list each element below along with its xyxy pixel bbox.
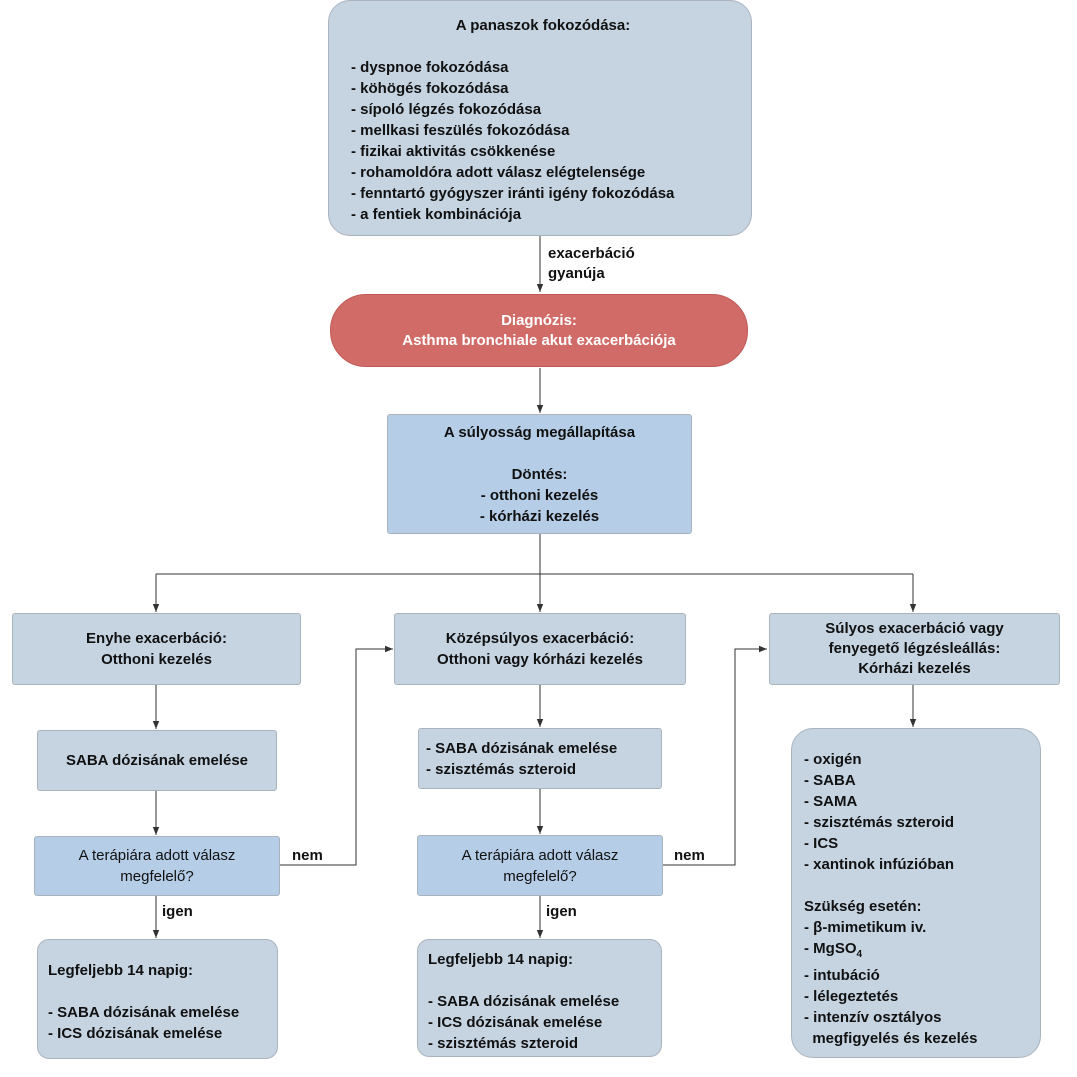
mild-question-line: A terápiára adott válasz	[78, 847, 236, 864]
severe-item: - oxigén	[804, 751, 862, 768]
mild-result-item: - SABA dózisának emelése	[48, 1004, 240, 1021]
symptom-item: - a fentiek kombinációja	[351, 206, 522, 223]
moderate-result-box: Legfeljebb 14 napig: - SABA dózisának em…	[417, 939, 662, 1057]
severe-item: - ICS	[804, 835, 839, 852]
symptom-item: - fizikai aktivitás csökkenése	[351, 143, 556, 160]
mild-result-box: Legfeljebb 14 napig: - SABA dózisának em…	[37, 939, 278, 1059]
mild-setting: Otthoni kezelés	[101, 651, 212, 668]
diagnosis-text: Asthma bronchiale akut exacerbációja	[402, 331, 676, 349]
symptom-item: - sípoló légzés fokozódása	[351, 101, 542, 118]
mild-no-label: nem	[292, 847, 323, 864]
moderate-yes-label: igen	[546, 903, 577, 920]
moderate-question-line: megfelelő?	[503, 867, 577, 885]
needed-item-mgso4: - MgSO4	[804, 938, 1040, 965]
mild-question-box: A terápiára adott válasz megfelelő?	[34, 836, 280, 896]
mild-result-item: - ICS dózisának emelése	[48, 1025, 223, 1042]
severe-exacerbation-box: Súlyos exacerbáció vagy fenyegető légzés…	[769, 613, 1060, 685]
if-needed-label: Szükség esetén:	[804, 898, 922, 915]
symptom-item: - mellkasi feszülés fokozódása	[351, 122, 570, 139]
severe-item: - szisztémás szteroid	[804, 814, 955, 831]
needed-item: - β-mimetikum iv.	[804, 919, 927, 936]
diagnosis-box: Diagnózis: Asthma bronchiale akut exacer…	[330, 294, 748, 367]
diagnosis-label: Diagnózis:	[501, 311, 577, 329]
severe-item: - xantinok infúzióban	[804, 856, 954, 873]
suspicion-label: exacerbáció gyanúja	[548, 245, 635, 282]
mild-action-box: SABA dózisának emelése	[37, 730, 277, 791]
moderate-exacerbation-box: Középsúlyos exacerbáció: Otthoni vagy kó…	[394, 613, 686, 685]
needed-item: megfigyelés és kezelés	[804, 1030, 978, 1047]
moderate-result-item: - ICS dózisának emelése	[428, 1014, 603, 1031]
severe-title: fenyegető légzésleállás:	[828, 640, 1001, 657]
severe-title: Súlyos exacerbáció vagy	[825, 620, 1004, 637]
moderate-result-title: Legfeljebb 14 napig:	[428, 951, 574, 968]
mild-yes-label: igen	[162, 903, 193, 920]
decision-option: - kórházi kezelés	[479, 507, 600, 525]
symptoms-box: A panaszok fokozódása: - dyspnoe fokozód…	[328, 0, 752, 236]
mgso4-text: - MgSO	[804, 940, 857, 957]
mild-exacerbation-box: Enyhe exacerbáció: Otthoni kezelés	[12, 613, 301, 685]
severe-item: - SAMA	[804, 793, 858, 810]
moderate-no-label: nem	[674, 847, 705, 864]
symptom-item: - fenntartó gyógyszer iránti igény fokoz…	[351, 185, 675, 202]
mild-title: Enyhe exacerbáció:	[86, 630, 227, 647]
mild-question-line: megfelelő?	[120, 868, 194, 885]
mgso4-subscript: 4	[856, 949, 863, 960]
moderate-question-box: A terápiára adott válasz megfelelő?	[417, 835, 663, 896]
moderate-setting: Otthoni vagy kórházi kezelés	[437, 651, 643, 668]
edge-moderate-no	[662, 645, 767, 866]
severity-title: A súlyosság megállapítása	[443, 423, 636, 441]
moderate-result-item: - szisztémás szteroid	[428, 1035, 579, 1052]
moderate-title: Középsúlyos exacerbáció:	[445, 630, 635, 647]
severity-box: A súlyosság megállapítása Döntés: - otth…	[387, 414, 692, 534]
needed-item: - intubáció	[804, 967, 880, 984]
decision-option: - otthoni kezelés	[480, 486, 599, 504]
moderate-action-box: - SABA dózisának emelése - szisztémás sz…	[418, 728, 662, 789]
needed-item: - intenzív osztályos	[804, 1009, 942, 1026]
symptom-item: - rohamoldóra adott válasz elégtelensége	[351, 164, 646, 181]
needed-item: - lélegeztetés	[804, 988, 899, 1005]
moderate-question-line: A terápiára adott válasz	[461, 846, 619, 864]
mild-result-title: Legfeljebb 14 napig:	[48, 962, 194, 979]
moderate-action: - SABA dózisának emelése	[426, 740, 618, 757]
moderate-action: - szisztémás szteroid	[426, 761, 577, 778]
severe-item: - SABA	[804, 772, 856, 789]
mild-action: SABA dózisának emelése	[65, 752, 249, 769]
symptom-item: - köhögés fokozódása	[351, 80, 509, 97]
severe-treatment-box: - oxigén - SABA - SAMA - szisztémás szte…	[791, 728, 1041, 1058]
severe-setting: Kórházi kezelés	[858, 660, 971, 677]
edge-mild-no	[280, 645, 393, 866]
symptoms-title: A panaszok fokozódása:	[455, 17, 631, 34]
symptoms-list: - dyspnoe fokozódása - köhögés fokozódás…	[351, 57, 735, 225]
decision-label: Döntés:	[511, 465, 568, 483]
symptom-item: - dyspnoe fokozódása	[351, 59, 509, 76]
moderate-result-item: - SABA dózisának emelése	[428, 993, 620, 1010]
